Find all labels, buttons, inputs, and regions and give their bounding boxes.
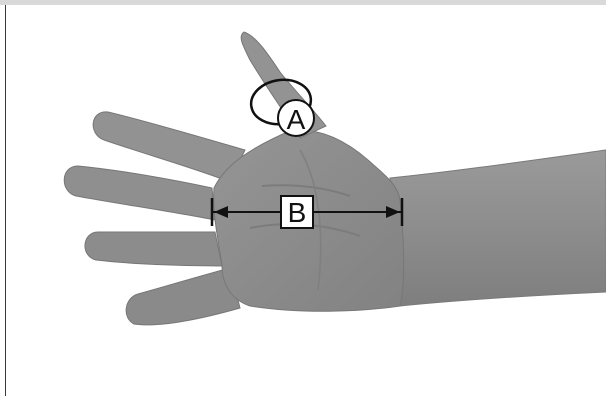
label-a: A: [287, 104, 306, 135]
middle-finger: [64, 166, 215, 220]
ring-finger: [85, 232, 222, 266]
label-b: B: [288, 197, 307, 228]
forearm: [390, 150, 606, 306]
